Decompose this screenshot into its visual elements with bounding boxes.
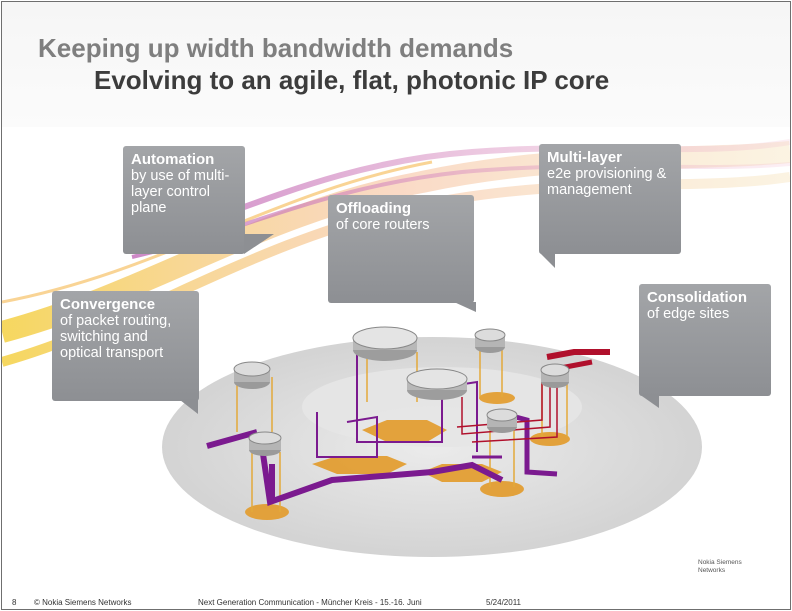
- footer-event: Next Generation Communication - Müncher …: [198, 598, 422, 607]
- slide-title: Keeping up width bandwidth demands: [38, 33, 514, 63]
- purple-links: [206, 347, 558, 507]
- offloading-heading: Offloading: [336, 200, 411, 217]
- multilayer-callout: Multi-layer e2e provisioning & managemen…: [539, 144, 681, 254]
- nokia-siemens-logo: Nokia Siemens Networks: [698, 559, 756, 585]
- consolidation-text: of edge sites: [647, 306, 730, 322]
- consolidation-callout: Consolidation of edge sites: [639, 284, 771, 396]
- automation-text: by use of multi-layer control plane: [131, 168, 230, 216]
- footer-date: 5/24/2011: [486, 598, 521, 607]
- convergence-callout-tail: [180, 400, 198, 414]
- convergence-heading: Convergence: [60, 296, 156, 313]
- title-area: Keeping up width bandwidth demands Evolv…: [2, 2, 790, 127]
- consolidation-callout-tail: [639, 394, 659, 408]
- offloading-callout-tail: [454, 302, 476, 312]
- consolidation-heading: Consolidation: [647, 289, 747, 306]
- convergence-callout: Convergence of packet routing, switching…: [52, 291, 199, 401]
- router-icon: [233, 328, 570, 456]
- logo-line1: Nokia Siemens: [698, 559, 742, 566]
- offloading-text: of core routers: [336, 217, 430, 233]
- offloading-callout: Offloading of core routers: [328, 195, 474, 303]
- logo-line2: Networks: [698, 566, 726, 574]
- automation-callout: Automation by use of multi-layer control…: [123, 146, 245, 254]
- red-links: [456, 349, 610, 443]
- slide-subtitle: Evolving to an agile, flat, photonic IP …: [94, 65, 610, 95]
- automation-heading: Automation: [131, 151, 215, 168]
- multilayer-callout-tail: [539, 252, 555, 268]
- automation-callout-tail: [244, 234, 274, 254]
- multilayer-text: e2e provisioning & management: [547, 166, 667, 198]
- optical-switch-icon: [352, 326, 468, 400]
- page-number: 8: [12, 598, 17, 607]
- multilayer-heading: Multi-layer: [547, 149, 623, 166]
- convergence-text: of packet routing, switching and optical…: [60, 313, 172, 361]
- footer-copyright: © Nokia Siemens Networks: [34, 598, 132, 607]
